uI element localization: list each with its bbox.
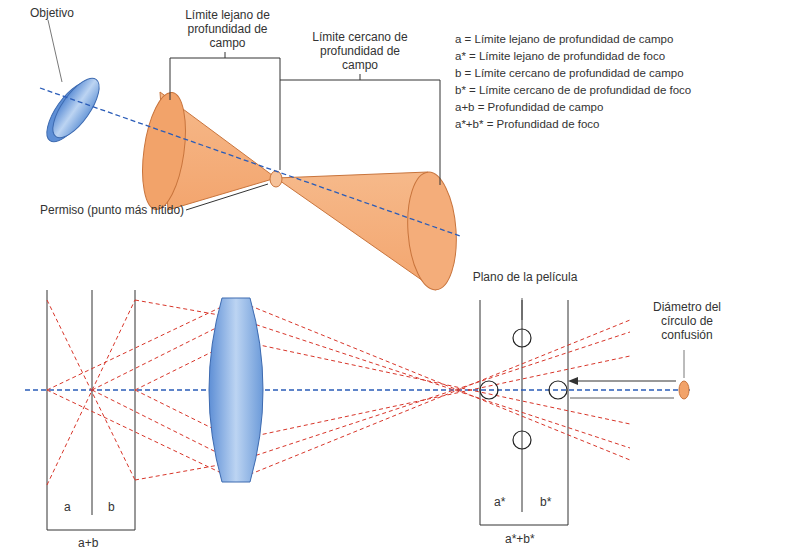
convex-lens <box>209 298 263 482</box>
near-limit-label: Límite cercano de profundidad de campo <box>310 30 410 72</box>
far-limit-label: Límite lejano de profundidad de campo <box>180 8 275 50</box>
plane-letter: a* <box>494 495 505 509</box>
depth-cones <box>136 90 460 292</box>
key-line: a = Límite lejano de profundidad de camp… <box>455 32 673 46</box>
plane-letter: b* <box>540 495 551 509</box>
key-line: a+b = Profundidad de campo <box>455 100 603 114</box>
range-label: a+b <box>78 536 98 550</box>
plane-letter: a <box>64 500 71 514</box>
circle-label: Diámetro del círculo de confusión <box>642 300 732 342</box>
plane-letter: b <box>108 500 115 514</box>
key-line: a*+b* = Profundidad de foco <box>455 117 600 131</box>
film-plane-label: Plano de la película <box>470 270 580 284</box>
focus-point-label: Permiso (punto más nítido) <box>40 203 184 217</box>
light-rays <box>47 300 630 485</box>
range-label: a*+b* <box>505 532 535 546</box>
key-line: b = Límite cercano de profundidad de cam… <box>455 66 684 80</box>
key-line: a* = Límite lejano de profundidad de foc… <box>455 49 665 63</box>
key-line: b* = Límite cercano de de profundidad de… <box>455 83 691 97</box>
objective-lens <box>38 71 107 148</box>
objective-label: Objetivo <box>30 6 74 20</box>
